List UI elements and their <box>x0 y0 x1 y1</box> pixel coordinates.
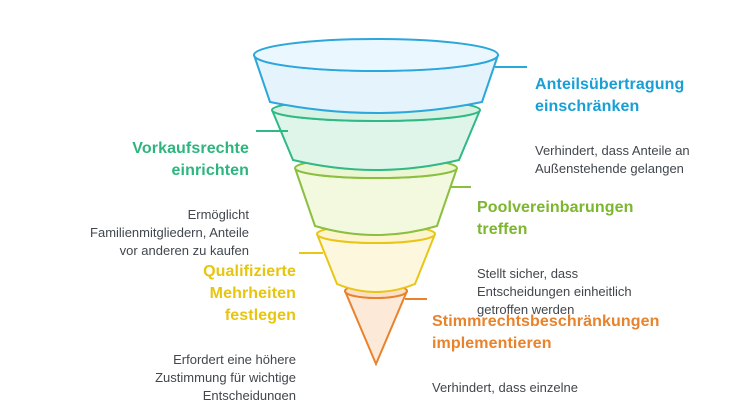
label-vorkaufsrechte: Vorkaufsrechte einrichten Ermöglicht Fam… <box>90 120 249 278</box>
label-stimmrechtsbeschraenkungen-title: Stimmrechtsbeschränkungen implementieren <box>432 313 660 352</box>
funnel-level-5-group <box>344 283 408 367</box>
funnel-level-1-group <box>253 38 499 114</box>
label-qualifizierte-mehrheiten-description: Erfordert eine höhere Zustimmung für wic… <box>155 352 296 400</box>
label-poolvereinbarungen-title: Poolvereinbarungen treffen <box>477 199 634 238</box>
label-poolvereinbarungen: Poolvereinbarungen treffen Stellt sicher… <box>477 179 634 337</box>
funnel-level-5-body <box>344 290 408 367</box>
label-poolvereinbarungen-description: Stellt sicher, dass Entscheidungen einhe… <box>477 266 632 317</box>
label-qualifizierte-mehrheiten: Qualifizierte Mehrheiten festlegen Erfor… <box>155 243 296 400</box>
label-vorkaufsrechte-description: Ermöglicht Familienmitgliedern, Anteile … <box>90 207 249 258</box>
label-anteilsuebertragung: Anteilsübertragung einschränken Verhinde… <box>535 56 690 196</box>
label-qualifizierte-mehrheiten-title: Qualifizierte Mehrheiten festlegen <box>203 263 296 324</box>
funnel-level-1-rim <box>253 38 499 72</box>
label-anteilsuebertragung-description: Verhindert, dass Anteile an Außenstehend… <box>535 143 690 176</box>
label-vorkaufsrechte-title: Vorkaufsrechte einrichten <box>132 140 249 179</box>
label-stimmrechtsbeschraenkungen: Stimmrechtsbeschränkungen implementieren… <box>432 293 659 400</box>
label-stimmrechtsbeschraenkungen-description: Verhindert, dass einzelne Familienmitgli… <box>432 380 578 400</box>
label-anteilsuebertragung-title: Anteilsübertragung einschränken <box>535 76 685 115</box>
